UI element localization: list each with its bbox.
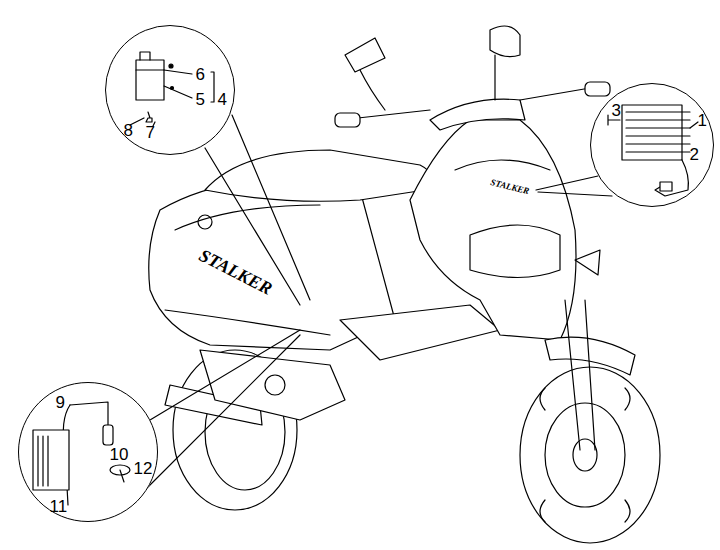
callout-number: 10 [110, 446, 129, 463]
callout-number: 5 [196, 91, 205, 108]
inset-circle: 6 54 87 [105, 25, 235, 155]
callout-number: 1 [698, 112, 707, 129]
inset-circle: 3 1 2 [590, 83, 714, 207]
callout-number: 6 [196, 66, 205, 83]
callout-number: 9 [56, 394, 65, 411]
callout-number: 11 [50, 498, 68, 515]
inset-circle: 9 10 12 11 [18, 382, 158, 522]
callout-number: 8 [124, 122, 133, 139]
callout-number: 12 [134, 460, 153, 477]
callout-number: 4 [218, 91, 227, 108]
callout-number: 7 [146, 124, 155, 141]
callout-number: 3 [612, 102, 621, 119]
callout-number: 2 [690, 146, 699, 163]
